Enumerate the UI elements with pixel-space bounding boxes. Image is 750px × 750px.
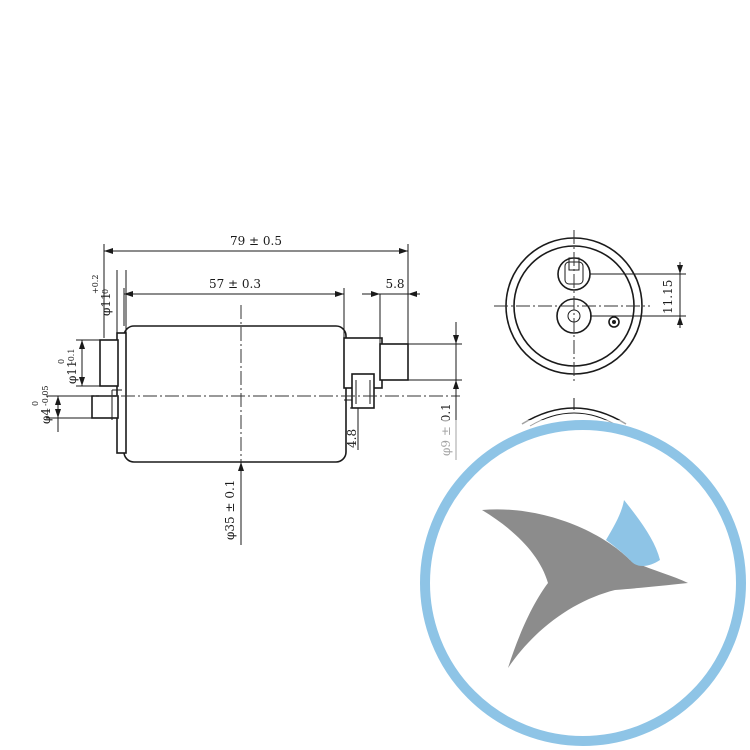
outlet-pipe	[379, 343, 409, 381]
small-shaft	[91, 395, 119, 419]
logo-ring	[420, 420, 746, 746]
logo-bird-dark	[482, 509, 688, 668]
pump-body	[123, 325, 347, 463]
inlet-boss	[99, 339, 119, 387]
outlet-length-label: 5.8	[385, 277, 404, 291]
side-view: 79 ± 0.5 57 ± 0.3 5.8 φ11 +0.2 0 φ11 0	[31, 234, 462, 545]
terminal-offset-label: 4.8	[345, 429, 359, 448]
bird-logo-icon	[418, 420, 750, 750]
outlet-diameter-tol-upper: +0.2	[91, 275, 100, 294]
inlet-diameter-tol-lower: -0.1	[67, 349, 76, 364]
end-view-offset-label: 11.15	[661, 280, 675, 314]
logo-bird-light	[606, 500, 660, 566]
small-shaft-tol-upper: 0	[31, 401, 40, 406]
inlet-diameter-tol-upper: 0	[57, 359, 66, 364]
terminal	[351, 373, 375, 409]
small-shaft-tol-lower: -0.05	[41, 385, 50, 406]
left-flange	[116, 332, 127, 454]
body-diameter-label: φ35 ± 0.1	[223, 480, 237, 540]
overall-length-label: 79 ± 0.5	[230, 234, 282, 248]
inlet-diameter-label: φ11	[65, 360, 79, 384]
small-shaft-label: φ4	[39, 408, 53, 424]
body-length-label: 57 ± 0.3	[209, 277, 261, 291]
outlet-diameter-label: φ11	[99, 292, 113, 316]
outlet-diameter-tol-lower: 0	[101, 289, 110, 294]
end-view: 11.15	[494, 230, 686, 427]
